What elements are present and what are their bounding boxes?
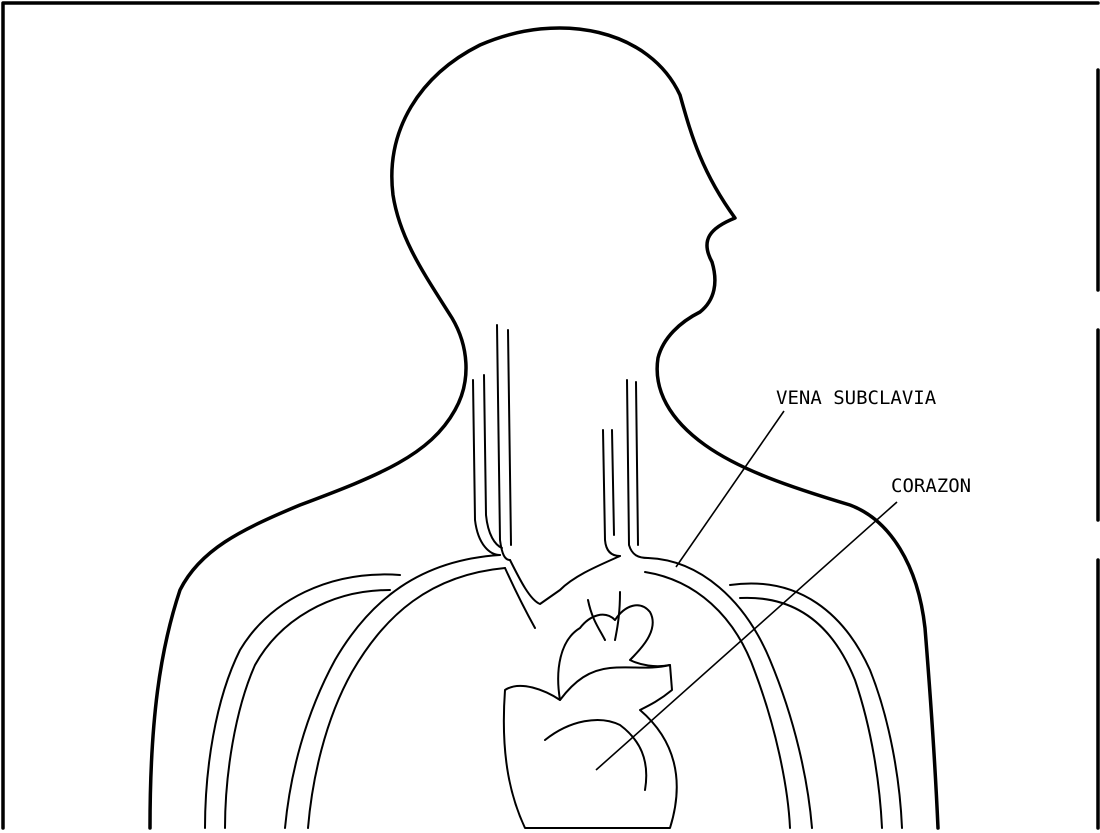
heart-vessel-left xyxy=(588,600,605,640)
right-rib-inner xyxy=(740,598,882,828)
heart-ventricle-line xyxy=(545,720,646,790)
body-outline xyxy=(150,28,938,828)
heart xyxy=(504,605,677,828)
vena-cava xyxy=(510,556,620,604)
right-internal-jugular-inner xyxy=(636,382,638,545)
right-rib-outer xyxy=(730,583,902,828)
right-subclavian-arch-inner xyxy=(645,572,790,828)
trachea xyxy=(505,568,535,628)
heart-label: CORAZON xyxy=(891,475,971,497)
left-internal-jugular-inner xyxy=(508,330,511,545)
left-rib-inner xyxy=(225,590,390,828)
left-subclavian-arch-outer xyxy=(285,555,500,828)
left-subclavian-arch-inner xyxy=(308,568,505,828)
right-subclavian-arch-outer xyxy=(648,558,812,828)
subclavian-vein-label: VENA SUBCLAVIA xyxy=(776,387,937,409)
heart-leader-line xyxy=(596,502,897,770)
heart-aorta xyxy=(560,665,670,700)
left-jugular-vein xyxy=(473,380,500,555)
figure-border xyxy=(3,3,1098,828)
right-jugular-vein-inner xyxy=(612,430,614,535)
